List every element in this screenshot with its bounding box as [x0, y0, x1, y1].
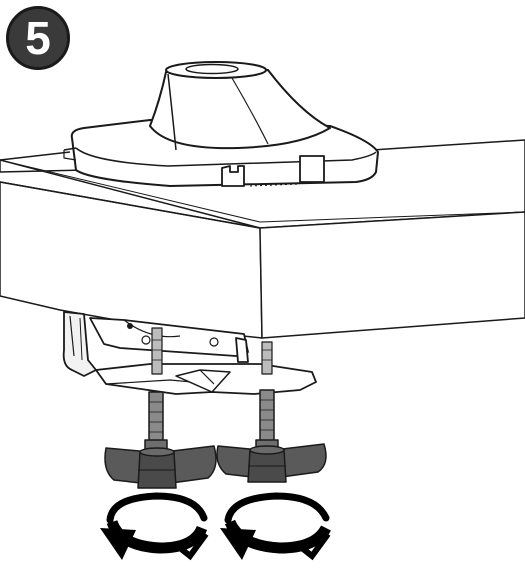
right-wing-knob-icon — [216, 389, 327, 483]
step-number-badge: 5 — [6, 6, 70, 70]
c-clamp-bracket-icon — [62, 311, 317, 395]
left-wing-knob-icon — [104, 391, 217, 489]
monitor-mount-base-icon — [63, 61, 379, 187]
rotate-clockwise-arrow-icon — [220, 492, 331, 561]
rotate-clockwise-arrow-icon — [100, 492, 209, 561]
step-number: 5 — [25, 12, 51, 64]
